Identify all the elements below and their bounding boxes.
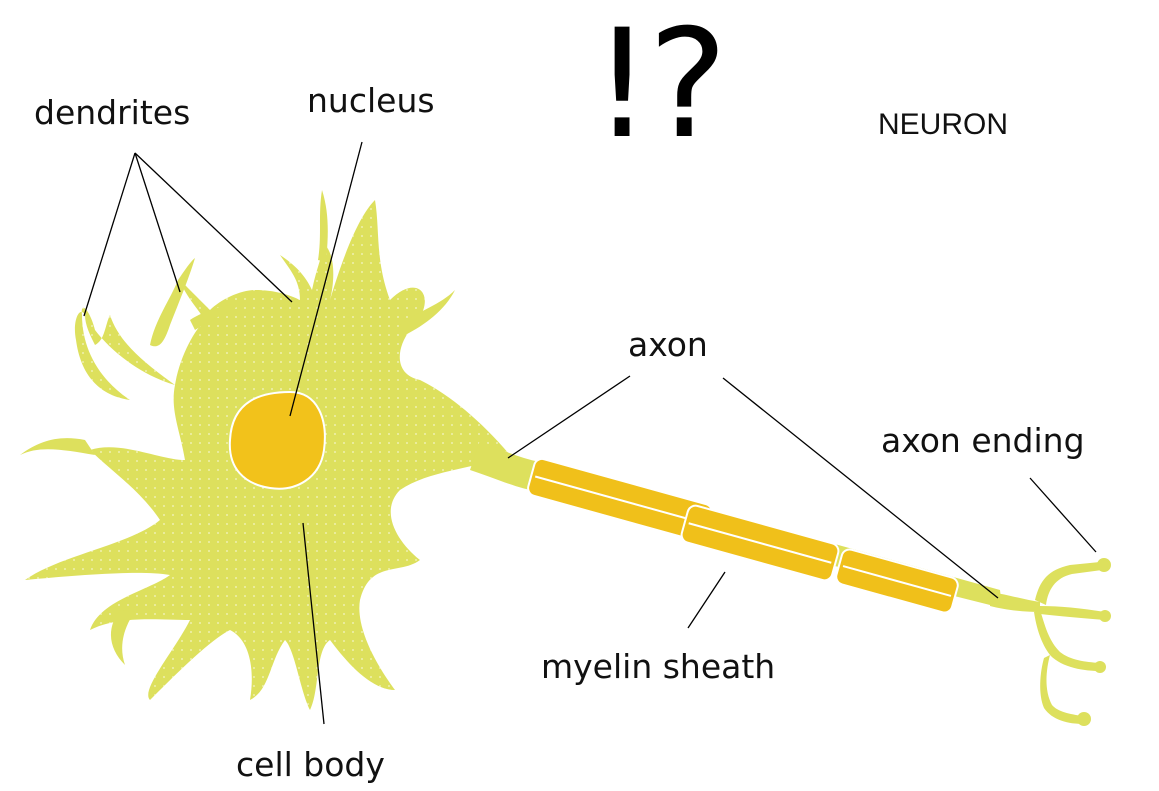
nucleus-shape	[230, 392, 325, 489]
label-axon-ending: axon ending	[881, 424, 1085, 457]
label-cell-body: cell body	[236, 748, 385, 781]
label-axon: axon	[628, 328, 708, 361]
label-myelin-sheath: myelin sheath	[541, 650, 775, 683]
diagram-title: NEURON	[878, 110, 1008, 140]
label-dendrites: dendrites	[34, 96, 190, 129]
myelin-sheath-segments	[526, 457, 959, 614]
axon-terminal-shape	[990, 558, 1111, 726]
label-nucleus: nucleus	[307, 84, 435, 117]
annotation-exclamation-question: !?	[592, 10, 724, 160]
